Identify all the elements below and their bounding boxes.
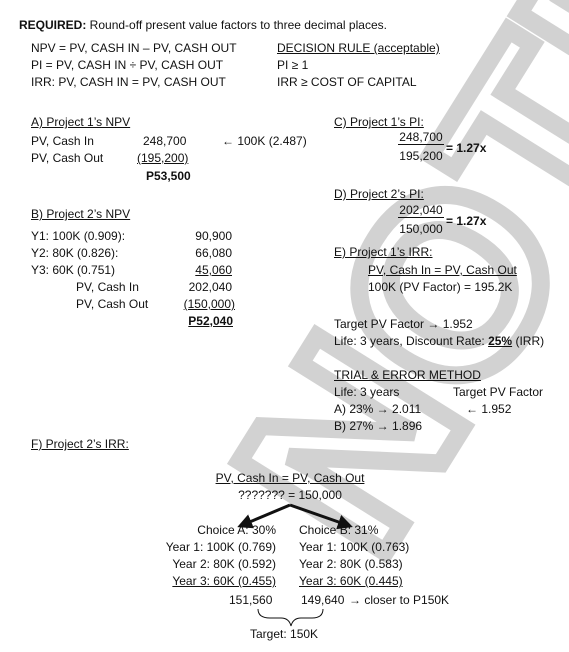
required-line: REQUIRED: Round-off present value factor… <box>19 18 387 32</box>
npv-formula: NPV = PV, CASH IN – PV, CASH OUT <box>31 41 237 55</box>
d-denominator: 150,000 <box>399 222 443 236</box>
e-life-prefix: Life: 3 years, Discount Rate: <box>334 334 489 348</box>
section-f-title: F) Project 2’s IRR: <box>31 437 129 451</box>
e-trial-title: TRIAL & ERROR METHOD <box>334 368 481 382</box>
decision-rule-title: DECISION RULE (acceptable) <box>277 41 440 55</box>
section-e-title: E) Project 1’s IRR: <box>334 245 433 259</box>
b-row-value: 66,080 <box>195 246 232 260</box>
b-row-value: 90,900 <box>195 229 232 243</box>
irr-formula: IRR: PV, CASH IN = PV, CASH OUT <box>31 75 226 89</box>
c-result: = 1.27x <box>446 141 487 155</box>
b-row-label: Y3: 60K (0.751) <box>31 263 116 277</box>
required-text: Round-off present value factors to three… <box>86 18 387 32</box>
b-pv-out-value: (150,000) <box>183 297 235 311</box>
c-numerator: 248,700 <box>398 130 444 145</box>
f-choice-a-y2: Year 2: 80K (0.592) <box>172 557 276 571</box>
e-life-line: Life: 3 years, Discount Rate: 25% (IRR) <box>334 334 544 348</box>
section-d-title: D) Project 2’s PI: <box>334 187 424 201</box>
a-npv-result: P53,500 <box>146 169 191 183</box>
f-choice-b-y1: Year 1: 100K (0.763) <box>299 540 410 554</box>
f-choice-a-title: Choice A: 30% <box>197 523 276 537</box>
f-choice-a-y1: Year 1: 100K (0.769) <box>165 540 276 554</box>
f-equation: PV, Cash In = PV, Cash Out <box>215 471 365 485</box>
section-a-title: A) Project 1’s NPV <box>31 115 131 129</box>
f-choice-b-y2: Year 2: 80K (0.583) <box>299 557 403 571</box>
b-row-value: 45,060 <box>195 263 232 277</box>
b-pv-out-label: PV, Cash Out <box>76 297 149 311</box>
pi-rule: PI ≥ 1 <box>277 58 309 72</box>
a-pv-in-value: 248,700 <box>143 134 187 148</box>
a-pv-out-label: PV, Cash Out <box>31 151 104 165</box>
c-fraction: 248,700 195,200 <box>398 130 444 163</box>
e-trial-life: Life: 3 years <box>334 385 400 399</box>
f-target: Target: 150K <box>250 627 319 641</box>
b-npv-result: P52,040 <box>188 314 233 328</box>
e-discount-rate: 25% <box>488 334 513 348</box>
d-result: = 1.27x <box>446 214 487 228</box>
d-fraction: 202,040 150,000 <box>398 203 444 236</box>
f-choice-b-note: → closer to P150K <box>349 593 450 607</box>
e-trial-target-header: Target PV Factor <box>453 385 544 399</box>
required-label: REQUIRED: <box>19 18 87 32</box>
a-pv-in-label: PV, Cash In <box>31 134 94 148</box>
b-pv-in-value: 202,040 <box>188 280 232 294</box>
f-unknown-line: ??????? = 150,000 <box>238 488 342 502</box>
arrow-to-choice-b <box>289 503 353 530</box>
e-trial-a: A) 23% → 2.011 <box>334 402 422 416</box>
arrow-to-choice-a <box>237 503 291 529</box>
pi-formula: PI = PV, CASH IN ÷ PV, CASH OUT <box>31 58 224 72</box>
e-trial-b: B) 27% → 1.896 <box>334 419 423 433</box>
f-choice-a-y3: Year 3: 60K (0.455) <box>172 574 276 588</box>
section-c-title: C) Project 1’s PI: <box>334 115 424 129</box>
f-choice-b-y3: Year 3: 60K (0.445) <box>299 574 403 588</box>
b-pv-in-label: PV, Cash In <box>76 280 139 294</box>
b-row-label: Y1: 100K (0.909): <box>31 229 126 243</box>
e-target-factor: Target PV Factor → 1.952 <box>334 317 473 331</box>
e-pv-factor-line: 100K (PV Factor) = 195.2K <box>368 280 513 294</box>
f-choice-b-title: Choice B: 31% <box>299 523 379 537</box>
a-pv-out-value: (195,200) <box>137 151 189 165</box>
e-equation: PV, Cash In = PV, Cash Out <box>368 263 517 277</box>
a-pv-in-note: ← 100K (2.487) <box>222 134 307 148</box>
d-numerator: 202,040 <box>398 203 444 218</box>
f-choice-a-total: 151,560 <box>229 593 273 607</box>
e-trial-target-value: ← 1.952 <box>466 402 512 416</box>
target-brace <box>257 608 324 627</box>
f-choice-b-total: 149,640 <box>301 593 345 607</box>
b-row-label: Y2: 80K (0.826): <box>31 246 119 260</box>
e-life-suffix: (IRR) <box>512 334 545 348</box>
c-denominator: 195,200 <box>399 149 443 163</box>
section-b-title: B) Project 2’s NPV <box>31 207 131 221</box>
irr-rule: IRR ≥ COST OF CAPITAL <box>277 75 417 89</box>
